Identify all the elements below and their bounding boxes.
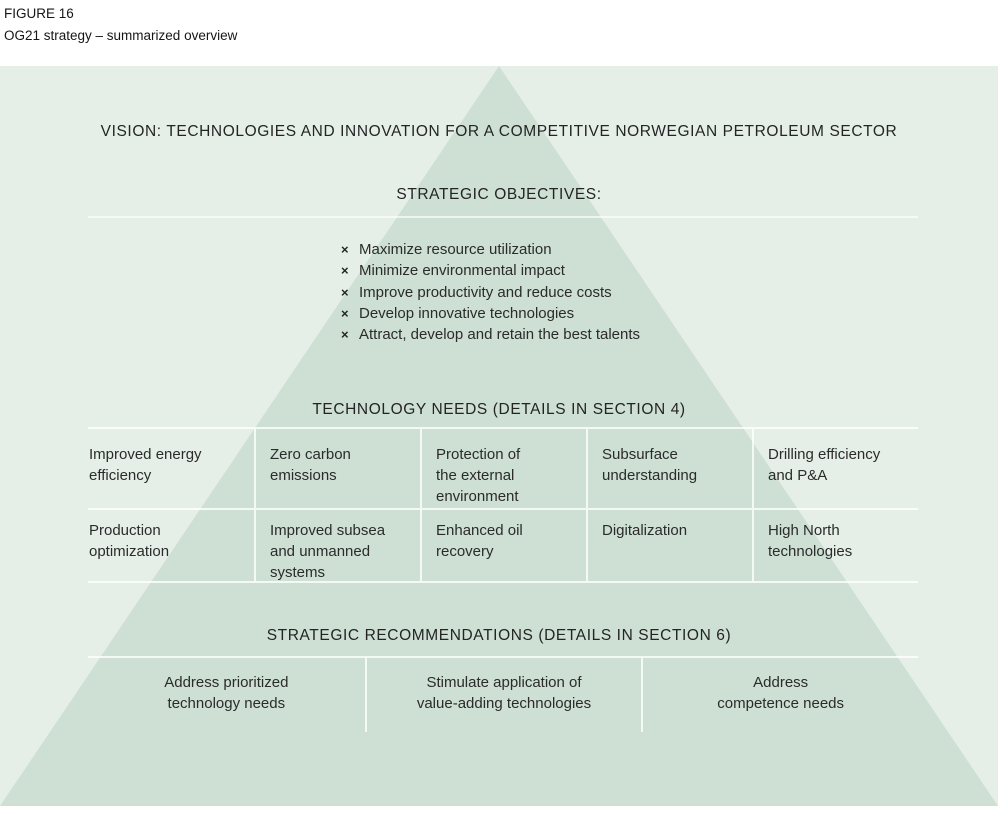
objective-item: × Minimize environmental impact xyxy=(341,260,640,281)
objective-item: × Attract, develop and retain the best ta… xyxy=(341,324,640,345)
x-bullet-icon: × xyxy=(341,242,349,257)
technology-need-cell: Digitalization xyxy=(586,508,752,581)
recommendation-cell: Stimulate application of value-adding te… xyxy=(364,658,642,732)
x-bullet-icon: × xyxy=(341,263,349,279)
pyramid-triangle xyxy=(0,66,998,806)
technology-need-cell: Production optimization xyxy=(88,508,254,581)
objective-text: Improve productivity and reduce costs xyxy=(359,283,612,301)
technology-need-cell: Drilling efficiency and P&A xyxy=(752,429,918,508)
strategic-objectives-heading: STRATEGIC OBJECTIVES: xyxy=(396,186,602,203)
objective-text: Attract, develop and retain the best tal… xyxy=(359,326,641,344)
technology-needs-table: Improved energy efficiency Zero carbon e… xyxy=(88,427,918,583)
x-bullet-icon: × xyxy=(341,284,349,300)
objective-text: Minimize environmental impact xyxy=(359,262,565,280)
x-bullet-icon: × xyxy=(341,327,349,343)
objective-item: × Develop innovative technologies xyxy=(341,303,640,324)
objective-item: × Maximize resource utilization xyxy=(341,239,640,260)
figure-label: FIGURE 16 xyxy=(4,6,74,21)
technology-need-cell: Subsurface understanding xyxy=(586,429,752,508)
figure-header: FIGURE 16 OG21 strategy – summarized ove… xyxy=(4,3,237,47)
technology-need-cell: Zero carbon emissions xyxy=(254,429,420,508)
objectives-divider-line xyxy=(88,216,918,218)
strategic-objectives-list: × Maximize resource utilization × Minimize… xyxy=(341,239,640,345)
objective-text: Maximize resource utilization xyxy=(359,241,552,258)
og21-strategy-figure: VISION: TECHNOLOGIES AND INNOVATION FOR … xyxy=(0,66,998,806)
strategic-recommendations-heading: STRATEGIC RECOMMENDATIONS (DETAILS IN SE… xyxy=(266,627,732,644)
strategic-recommendations-row: Address prioritized technology needs Sti… xyxy=(88,656,918,732)
technology-need-cell: Enhanced oil recovery xyxy=(420,508,586,581)
figure-caption: OG21 strategy – summarized overview xyxy=(4,28,238,43)
technology-needs-heading: TECHNOLOGY NEEDS (DETAILS IN SECTION 4) xyxy=(312,401,686,418)
objective-text: Develop innovative technologies xyxy=(359,304,575,322)
technology-need-cell: Improved subsea and unmanned systems xyxy=(254,508,420,581)
recommendation-cell: Address competence needs xyxy=(641,658,918,732)
technology-need-cell: Improved energy efficiency xyxy=(89,446,202,484)
recommendation-cell: Address prioritized technology needs xyxy=(164,674,289,712)
objective-item: × Improve productivity and reduce costs xyxy=(341,282,640,303)
vision-heading: VISION: TECHNOLOGIES AND INNOVATION FOR … xyxy=(100,123,898,140)
technology-need-cell: Protection of the external environment xyxy=(420,429,586,508)
x-bullet-icon: × xyxy=(341,305,349,321)
technology-need-cell: High North technologies xyxy=(752,508,918,581)
